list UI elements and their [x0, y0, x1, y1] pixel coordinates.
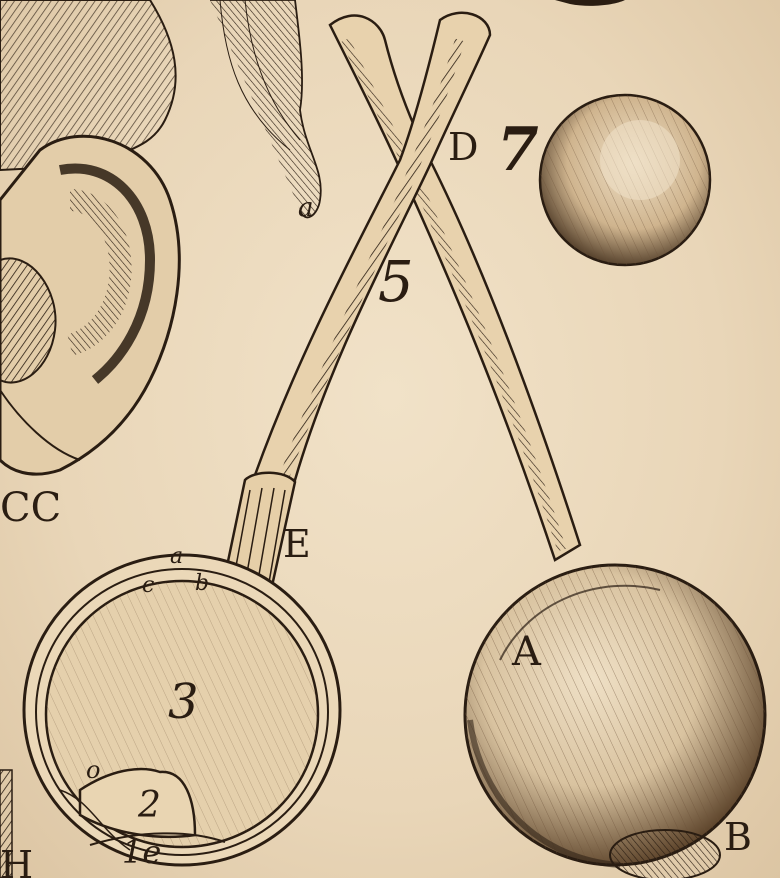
label-three: 3 [168, 678, 199, 726]
label-small-a-top: a [298, 195, 314, 221]
label-CC: CC [0, 488, 61, 528]
label-E: E [283, 525, 311, 563]
top-edge-fragment [555, 0, 625, 6]
label-B: B [724, 818, 752, 856]
label-small-o: o [86, 758, 100, 782]
label-1e: 1e [122, 836, 161, 868]
head-and-ear-figure [0, 0, 179, 474]
hair-strand-figure [210, 0, 321, 217]
label-small-c-eye: c [142, 575, 154, 597]
label-A: A [512, 632, 541, 672]
label-D: D [448, 128, 478, 166]
large-sphere-figure [465, 565, 765, 878]
crossed-optic-nerves [255, 13, 580, 560]
label-small-a-eye: a [170, 546, 183, 568]
label-small-b-eye: b [195, 573, 209, 595]
small-sphere-figure [540, 95, 710, 265]
label-two: 2 [138, 788, 161, 824]
label-seven: 7 [497, 120, 539, 180]
label-H: H [0, 846, 33, 878]
label-five: 5 [378, 255, 414, 311]
